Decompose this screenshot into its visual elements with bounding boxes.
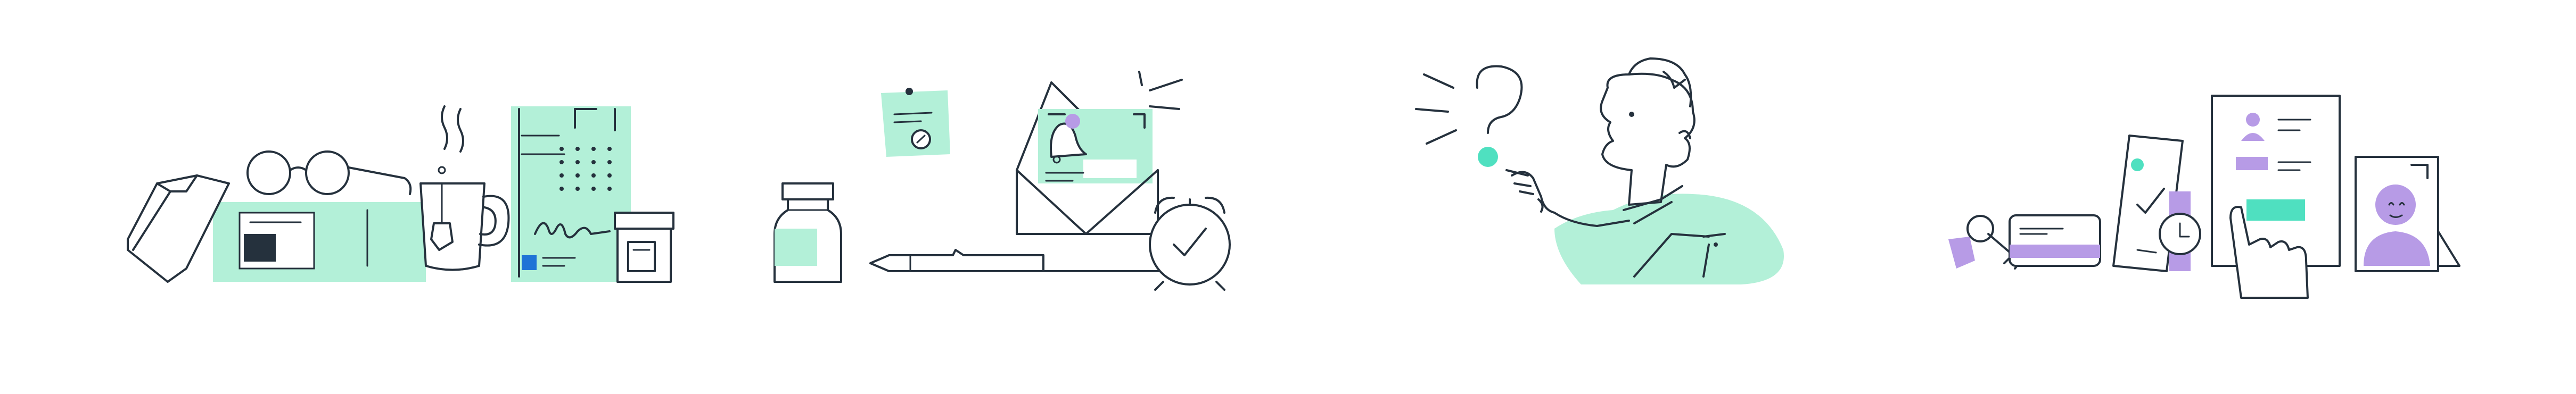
hand-tap-icon [2229, 206, 2309, 299]
profile-document-icon [2211, 95, 2341, 267]
health-supplies-scene [106, 0, 713, 394]
signature-icon [534, 222, 611, 239]
glasses-icon [246, 150, 412, 195]
person-pointing-icon [1505, 57, 1784, 284]
reminders-scene [767, 0, 1278, 394]
pill-case-icon [238, 209, 368, 270]
portrait-card-icon [2355, 156, 2460, 272]
sticky-note-icon [881, 88, 950, 157]
key-icon [1948, 215, 2027, 270]
tea-mug-icon [419, 105, 510, 271]
pill-bottle-icon [614, 212, 674, 283]
identity-verification-scene [1927, 0, 2491, 394]
alarm-clock-icon [1149, 196, 1231, 291]
inhaler-icon [127, 174, 230, 283]
medicine-jar-icon [773, 182, 842, 283]
id-card-icon [2009, 214, 2101, 267]
questions-scene [1395, 0, 1831, 394]
wristwatch-icon [2159, 191, 2201, 271]
envelope-notification-icon [1016, 71, 1183, 235]
question-mark-icon [1476, 65, 1523, 167]
prescription-form-icon [518, 108, 616, 278]
pen-icon [869, 249, 1162, 272]
burst-lines [1415, 73, 1457, 145]
bell-icon [1050, 114, 1087, 164]
